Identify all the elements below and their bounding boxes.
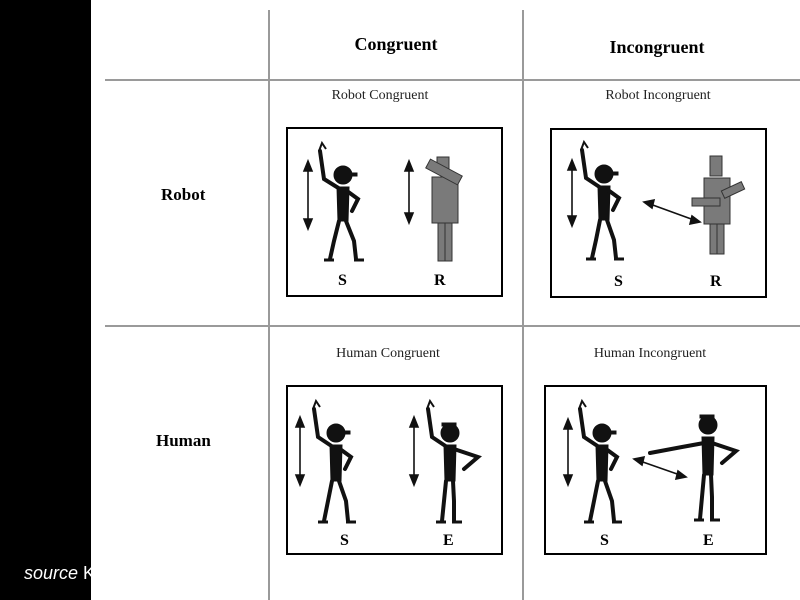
figure-label-left: S	[614, 273, 623, 290]
grid-hline-top	[105, 79, 800, 81]
panel-robot-congruent: S R	[286, 127, 503, 297]
vertical-arrow-icon	[302, 158, 314, 232]
stick-figure-icon	[318, 140, 364, 262]
diagonal-arrow-icon	[632, 455, 688, 481]
cell-title-human-incongruent: Human Incongruent	[593, 346, 707, 361]
column-header-incongruent: Incongruent	[609, 37, 705, 57]
robot-congruent-illustration	[302, 140, 463, 262]
column-header-congruent: Congruent	[354, 34, 438, 54]
stick-figure-icon	[578, 398, 622, 524]
figure-label-left: S	[338, 272, 347, 289]
diagonal-arrow-icon	[642, 198, 702, 226]
vertical-arrow-icon	[403, 158, 415, 226]
vertical-arrow-icon	[566, 157, 578, 229]
row-header-robot: Robot	[161, 185, 206, 204]
figure-label-right: R	[710, 273, 722, 290]
cell-title-human-congruent: Human Congruent	[336, 346, 440, 361]
stick-figure-icon	[580, 139, 624, 261]
figure-label-right: R	[434, 272, 446, 289]
panel-human-congruent: S E	[286, 385, 503, 555]
source-caption: source Kilner et al (2003)	[24, 563, 225, 584]
stick-figure-icon	[648, 414, 740, 522]
cell-title-robot-congruent: Robot Congruent	[331, 88, 429, 103]
human-congruent-illustration	[294, 398, 482, 524]
figure-label-left: S	[340, 532, 349, 549]
panel-human-incongruent: S E	[544, 385, 767, 555]
grid-vline-right	[522, 10, 524, 600]
figure-label-left: S	[600, 532, 609, 549]
vertical-arrow-icon	[562, 416, 574, 488]
left-black-bar	[0, 0, 91, 600]
robot-figure-icon	[691, 155, 746, 255]
vertical-arrow-icon	[294, 414, 306, 488]
robot-figure-icon	[425, 156, 463, 262]
row-header-human: Human	[156, 431, 211, 450]
human-incongruent-illustration	[562, 398, 740, 524]
robot-incongruent-illustration	[566, 139, 746, 261]
source-prefix: source	[24, 563, 79, 583]
stick-figure-icon	[426, 398, 482, 524]
panel-robot-incongruent: S R	[550, 128, 767, 298]
figure-label-right: E	[443, 532, 454, 549]
vertical-arrow-icon	[408, 414, 420, 488]
source-citation: Kilner et al (2003)	[78, 563, 226, 583]
cell-title-robot-incongruent: Robot Incongruent	[605, 88, 711, 103]
stick-figure-icon	[312, 398, 356, 524]
grid-vline-left	[268, 10, 270, 600]
figure-label-right: E	[703, 532, 714, 549]
grid-hline-middle	[105, 325, 800, 327]
